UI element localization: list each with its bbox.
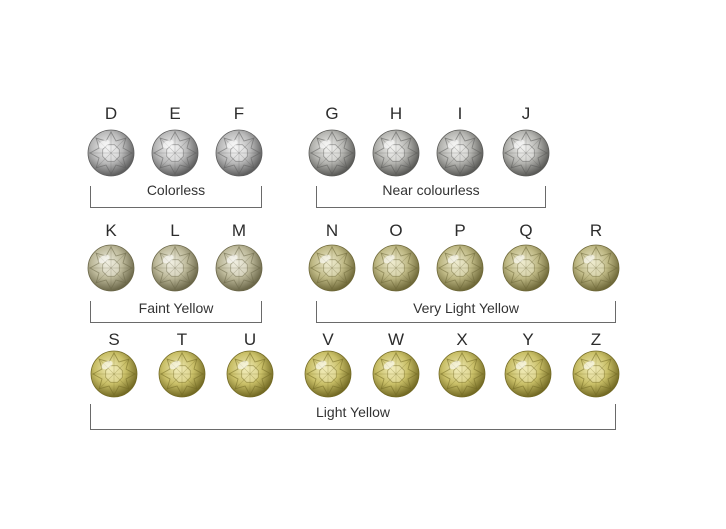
diamond-e <box>151 129 199 177</box>
grade-letter-d: D <box>104 104 118 123</box>
grade-letter-t: T <box>176 330 188 349</box>
grade-letter-l: L <box>170 221 180 240</box>
diamond-u <box>226 350 274 398</box>
grade-letter-y: Y <box>522 330 534 349</box>
grade-letter-e: E <box>169 104 181 123</box>
grade-letter-k: K <box>105 221 117 240</box>
diamond-x <box>438 350 486 398</box>
diamond-k <box>87 244 135 292</box>
grade-letter-q: Q <box>519 221 533 240</box>
diamond-o <box>372 244 420 292</box>
diamond-v <box>304 350 352 398</box>
grade-letter-z: Z <box>590 330 602 349</box>
diamond-z <box>572 350 620 398</box>
group-bracket <box>90 404 616 430</box>
group-label: Light Yellow <box>312 403 394 421</box>
group-bracket <box>316 186 546 208</box>
grade-letter-h: H <box>389 104 403 123</box>
diamond-l <box>151 244 199 292</box>
diamond-d <box>87 129 135 177</box>
group-bracket <box>90 186 262 208</box>
diamond-h <box>372 129 420 177</box>
grade-letter-o: O <box>389 221 403 240</box>
group-label: Faint Yellow <box>134 299 218 317</box>
grade-letter-w: W <box>387 330 405 349</box>
diamond-f <box>215 129 263 177</box>
grade-letter-m: M <box>231 221 247 240</box>
grade-letter-r: R <box>589 221 603 240</box>
diamond-y <box>504 350 552 398</box>
grade-letter-n: N <box>325 221 339 240</box>
group-label: Near colourless <box>378 181 484 199</box>
diamond-j <box>502 129 550 177</box>
grade-letter-v: V <box>322 330 334 349</box>
diamond-p <box>436 244 484 292</box>
grade-letter-f: F <box>233 104 245 123</box>
grade-letter-s: S <box>108 330 120 349</box>
group-bracket <box>90 301 262 323</box>
diamond-g <box>308 129 356 177</box>
diamond-q <box>502 244 550 292</box>
grade-letter-g: G <box>325 104 339 123</box>
diamond-t <box>158 350 206 398</box>
grade-letter-u: U <box>243 330 257 349</box>
grade-letter-p: P <box>454 221 466 240</box>
diamond-r <box>572 244 620 292</box>
diamond-w <box>372 350 420 398</box>
grade-letter-x: X <box>456 330 468 349</box>
grade-letter-i: I <box>457 104 463 123</box>
diamond-s <box>90 350 138 398</box>
diamond-n <box>308 244 356 292</box>
grade-letter-j: J <box>521 104 531 123</box>
group-label: Very Light Yellow <box>409 299 523 317</box>
group-bracket <box>316 301 616 323</box>
group-label: Colorless <box>142 181 210 199</box>
diamond-m <box>215 244 263 292</box>
diamond-i <box>436 129 484 177</box>
